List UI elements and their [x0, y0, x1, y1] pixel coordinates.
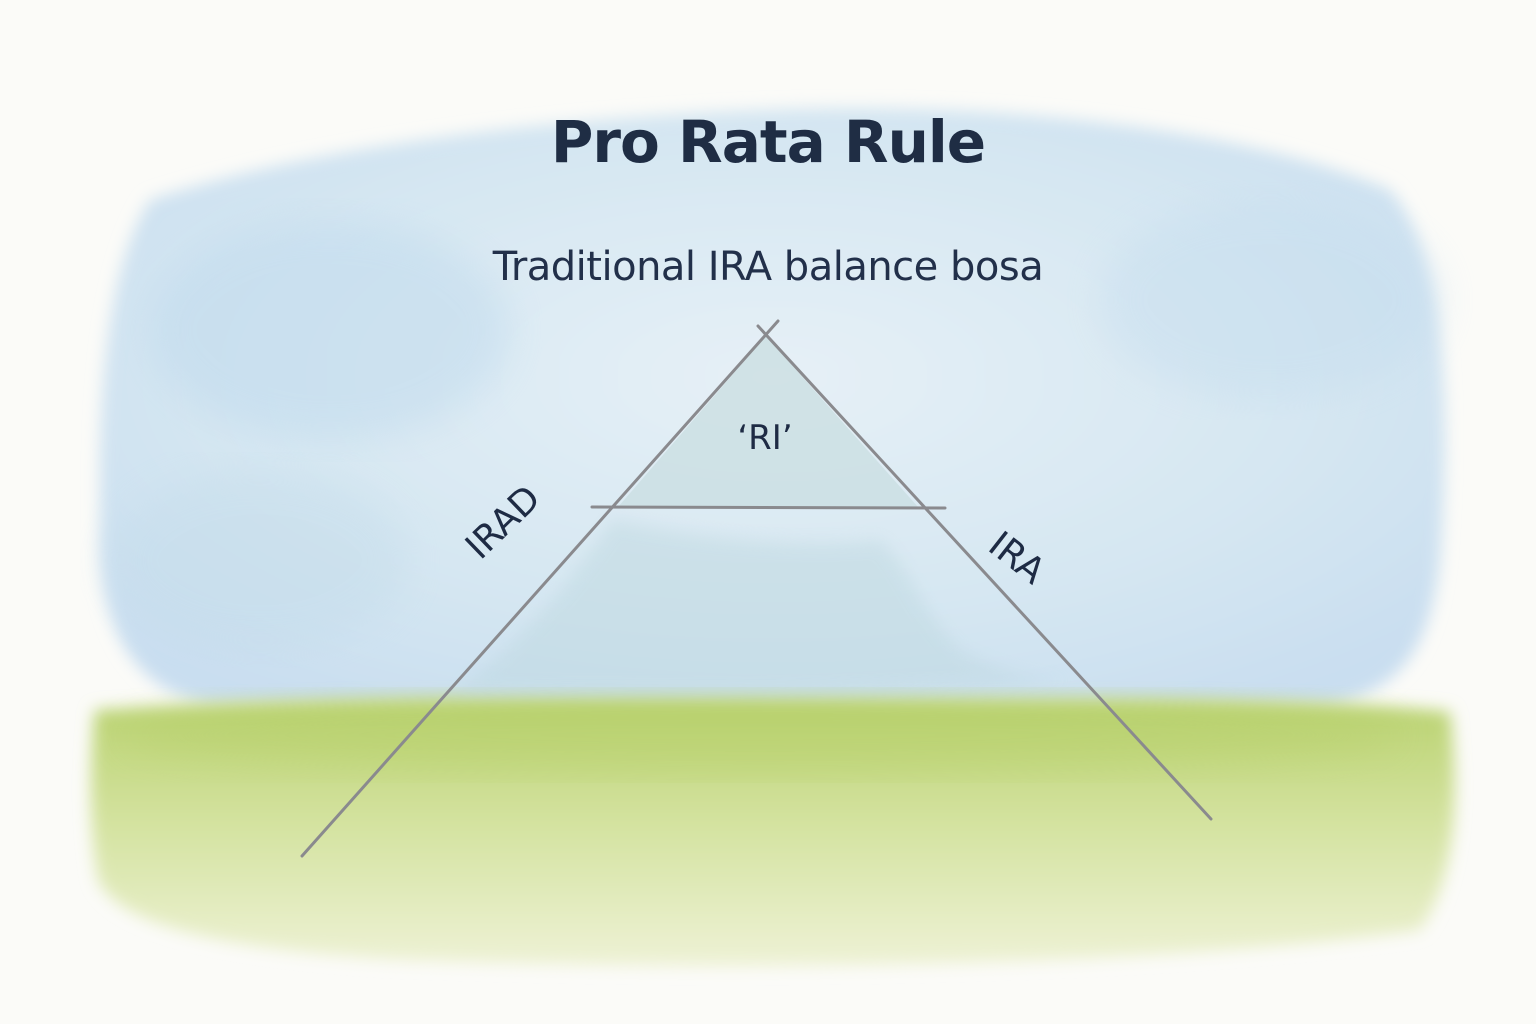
triangle-lines [300, 319, 1213, 858]
triangle-right-edge [756, 324, 1213, 821]
sky-shade-left [150, 220, 510, 440]
sky-shade-low [110, 470, 410, 650]
grass-shade [120, 695, 1400, 775]
triangle-crossbar [590, 505, 947, 510]
triangle-top-label: ‘RI’ [737, 418, 793, 458]
sky-shade-right [1100, 200, 1440, 400]
triangle-left-edge [300, 319, 780, 858]
triangle-top-fill [618, 336, 918, 507]
page-subtitle: Traditional IRA balance bosa [492, 244, 1044, 290]
page-title: Pro Rata Rule [550, 108, 986, 176]
triangle-lower-fill [455, 520, 1070, 692]
